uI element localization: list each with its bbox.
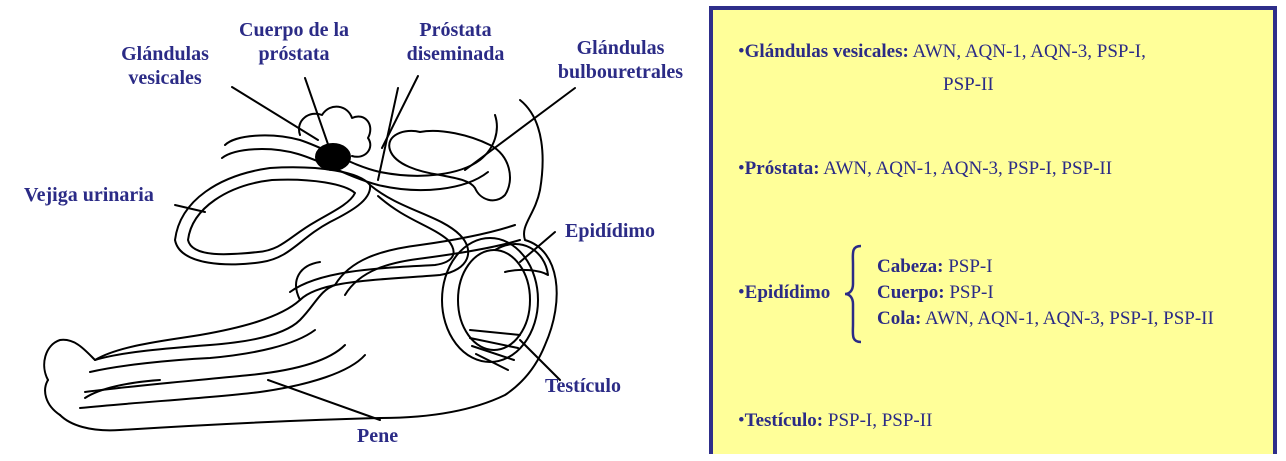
bullet: • [738,282,745,303]
protein-distribution-panel: •Glándulas vesicales: AWN, AQN-1, AQN-3,… [709,6,1277,454]
label-cuerpo-prostata-line1: Cuerpo de la [224,18,364,42]
entry-label: Testículo: [745,410,823,431]
entry-testiculo: •Testículo: PSP-I, PSP-II [738,409,932,432]
label-cuerpo-prostata: Cuerpo de la próstata [224,18,364,66]
label-testiculo: Testículo [545,374,621,398]
entry-label: Próstata: [745,158,820,179]
label-glandulas-vesicales-line1: Glándulas [110,42,220,66]
epididimo-cabeza: Cabeza: PSP-I [877,255,993,278]
sub-label: Cabeza: [877,256,943,277]
entry-epididimo: •Epidídimo [738,281,830,304]
entry-label: Glándulas vesicales: [745,41,909,62]
label-glandulas-bulbouretrales: Glándulas bulbouretrales [548,36,693,84]
epididimo-cola: Cola: AWN, AQN-1, AQN-3, PSP-I, PSP-II [877,307,1214,330]
entry-label: Epidídimo [745,282,831,303]
entry-proteins: PSP-I, PSP-II [828,410,933,431]
entry-proteins: AWN, AQN-1, AQN-3, PSP-I, PSP-II [823,158,1112,179]
label-pene: Pene [357,424,398,448]
sub-label: Cuerpo: [877,282,945,303]
epididimo-cuerpo: Cuerpo: PSP-I [877,281,994,304]
label-epididimo: Epidídimo [565,219,655,243]
entry-glandulas-vesicales-continuation: PSP-II [943,73,994,96]
label-glandulas-bulbouretrales-line2: bulbouretrales [548,60,693,84]
sub-label: Cola: [877,308,921,329]
entry-proteins: AWN, AQN-1, AQN-3, PSP-I, [913,41,1146,62]
bullet: • [738,410,745,431]
label-prostata-diseminada-line2: diseminada [398,42,513,66]
bullet: • [738,41,745,62]
entry-glandulas-vesicales: •Glándulas vesicales: AWN, AQN-1, AQN-3,… [738,40,1146,63]
label-cuerpo-prostata-line2: próstata [224,42,364,66]
label-prostata-diseminada-line1: Próstata [398,18,513,42]
bullet: • [738,158,745,179]
label-glandulas-vesicales: Glándulas vesicales [110,42,220,90]
label-glandulas-vesicales-line2: vesicales [110,66,220,90]
entry-prostata: •Próstata: AWN, AQN-1, AQN-3, PSP-I, PSP… [738,157,1112,180]
label-vejiga-urinaria: Vejiga urinaria [24,183,154,207]
curly-brace-icon [843,244,863,344]
label-glandulas-bulbouretrales-line1: Glándulas [548,36,693,60]
sub-proteins: PSP-I [949,282,993,303]
sub-proteins: AWN, AQN-1, AQN-3, PSP-I, PSP-II [925,308,1214,329]
sub-proteins: PSP-I [948,256,992,277]
label-prostata-diseminada: Próstata diseminada [398,18,513,66]
anatomy-diagram: Glándulas vesicales Cuerpo de la próstat… [0,0,700,456]
